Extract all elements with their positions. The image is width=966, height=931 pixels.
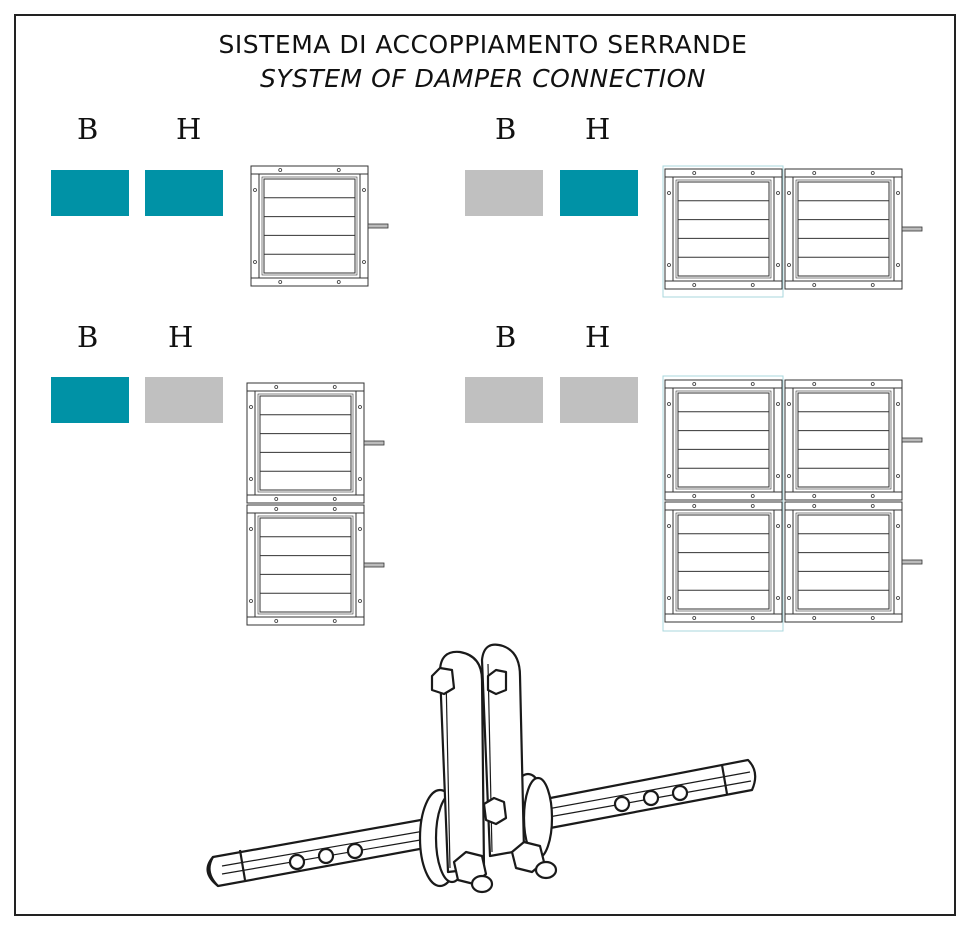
title-italian: SISTEMA DI ACCOPPIAMENTO SERRANDE — [218, 30, 748, 59]
h-swatch — [145, 377, 223, 423]
damper-unit — [784, 501, 923, 623]
diagram-frame — [14, 14, 956, 916]
b-swatch — [465, 170, 543, 216]
damper-unit — [664, 379, 783, 501]
h-label: H — [176, 112, 202, 146]
b-label: B — [77, 320, 99, 354]
damper-unit — [784, 379, 923, 501]
h-label: H — [585, 112, 611, 146]
damper-unit — [250, 165, 389, 287]
damper-unit — [664, 501, 783, 623]
h-swatch — [145, 170, 223, 216]
damper-unit — [246, 504, 385, 626]
h-label: H — [168, 320, 194, 354]
h-label: H — [585, 320, 611, 354]
b-swatch — [51, 377, 129, 423]
damper-unit — [784, 168, 923, 290]
b-label: B — [77, 112, 99, 146]
b-label: B — [495, 112, 517, 146]
h-swatch — [560, 170, 638, 216]
title-english: SYSTEM OF DAMPER CONNECTION — [259, 64, 707, 93]
damper-unit — [664, 168, 783, 290]
b-label: B — [495, 320, 517, 354]
b-swatch — [465, 377, 543, 423]
b-swatch — [51, 170, 129, 216]
h-swatch — [560, 377, 638, 423]
damper-unit — [246, 382, 385, 504]
